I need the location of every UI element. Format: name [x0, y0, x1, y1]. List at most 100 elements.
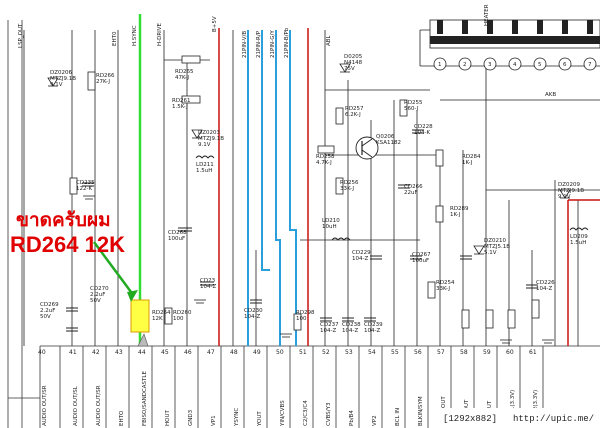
- component-ref: CD239: [364, 322, 383, 328]
- component-ref: LD210: [322, 218, 340, 224]
- component-extra: 9.1V: [198, 142, 211, 148]
- rgb-signal-label: 21PIN-R/P: [256, 30, 262, 58]
- component-ref: LD209: [570, 234, 588, 240]
- wires: [23, 29, 600, 346]
- component-ref: RD255: [404, 100, 423, 106]
- pin-number: 46: [184, 349, 192, 356]
- pin-name: YIN/CVBS: [280, 400, 286, 427]
- pin-number: 58: [460, 349, 468, 356]
- annotation-arrowhead: [127, 290, 138, 302]
- rgb-signal-label: 21PIN-B/Pb: [284, 27, 290, 58]
- connector-pin: 4: [513, 62, 517, 68]
- pin-number: 47: [207, 349, 215, 356]
- component-value: 104-Z: [364, 328, 380, 334]
- component-value: 104-Z: [200, 284, 216, 290]
- component-ref: CD230: [244, 308, 263, 314]
- component-ref: RD258: [316, 154, 335, 160]
- top-signal-label: EHT0: [112, 31, 118, 46]
- component-ref: CD266: [404, 184, 423, 190]
- component-labels: DZ0206MTZJ9.1B9.1VRD26627K-JRD26547K-JRD…: [40, 54, 588, 334]
- component-ref: RD257: [345, 106, 364, 112]
- upic-url: http://upic.me/: [513, 414, 594, 424]
- component-value: 4.7K-J: [316, 160, 332, 166]
- component-value: 22uF: [404, 190, 418, 196]
- resistors: [69, 55, 540, 331]
- pin-name: BLKIN/SYM: [418, 396, 424, 426]
- pin-number: 55: [391, 349, 399, 356]
- image-size-tag: [1292x882]: [443, 414, 497, 424]
- component-value: 560-J: [404, 106, 419, 112]
- component-value: 10uH: [322, 224, 337, 230]
- component-value: 104-Z: [536, 286, 552, 292]
- pin-name: EHTO: [119, 410, 125, 426]
- pin-number: 43: [115, 349, 123, 356]
- top-signal-label: AKB: [545, 92, 556, 98]
- component-value: 104-K: [414, 130, 430, 136]
- component-ref: RD289: [450, 206, 469, 212]
- component-ref: CD238: [342, 322, 361, 328]
- component-extra: 9.1V: [558, 194, 571, 200]
- component-ref: DZ0203: [198, 130, 221, 136]
- component-extra: 5.1V: [484, 250, 497, 256]
- component-ref: RD261: [172, 98, 191, 104]
- capacitors: [66, 129, 538, 332]
- pin-name: FBISO/SANDCASTLE: [142, 371, 148, 426]
- pin-number: 51: [299, 349, 307, 356]
- component-value: 1K-J: [450, 212, 461, 218]
- pin-name: YOUT: [257, 411, 263, 427]
- pin-number: 44: [138, 349, 146, 356]
- component-ref: RD254: [436, 280, 455, 286]
- component-value: MTZJ9.1B: [50, 76, 76, 82]
- rgb-blue-traces: [247, 30, 297, 346]
- grounds: [83, 195, 554, 344]
- component-value: 100: [173, 316, 184, 322]
- component-ref: RD265: [175, 69, 194, 75]
- component-value: 100: [296, 316, 307, 322]
- component-ref: LD211: [196, 162, 214, 168]
- pin-name: HOUT: [165, 410, 171, 426]
- pin-name: C2/C3/C4: [303, 400, 309, 426]
- component-ref: RD266: [96, 73, 115, 79]
- component-ref: DZ0206: [50, 70, 73, 76]
- component-extra: 50V: [90, 298, 101, 304]
- component-value: 100uF: [412, 258, 429, 264]
- top-signal-label: HEATER: [484, 4, 490, 26]
- component-ref: RD298: [296, 310, 315, 316]
- pin-number: 42: [92, 349, 100, 356]
- component-value: 104-Z: [342, 328, 358, 334]
- top-signal-label: H-DRIVE: [157, 22, 163, 46]
- component-ref: CD267: [412, 252, 431, 258]
- component-ref: DZ0209: [558, 182, 581, 188]
- component-ref: CD23: [200, 278, 216, 284]
- pin-number: 40: [38, 349, 46, 356]
- component-value: 122-K: [76, 186, 92, 192]
- rd264-highlight: [130, 299, 150, 333]
- component-value: MTZJ5.1B: [484, 244, 510, 250]
- component-ref: CD268: [168, 230, 187, 236]
- rgb-signal-label: 21PIN-V/B: [242, 31, 248, 58]
- connector-pin: 6: [563, 62, 567, 68]
- pin-name: YSYNC: [234, 408, 240, 427]
- pin-number: 53: [345, 349, 353, 356]
- component-value: 33K-J: [340, 186, 354, 192]
- component-ref: RD264: [152, 310, 171, 316]
- diodes: [47, 63, 571, 255]
- component-value: 1.5K-J: [172, 104, 188, 110]
- pin-number: 54: [368, 349, 376, 356]
- pin-name: BCL IN: [395, 408, 401, 426]
- component-value: 1K-J: [462, 160, 473, 166]
- component-ref: D0205: [344, 54, 363, 60]
- component-extra: 50V: [40, 314, 51, 320]
- pin-number: 52: [322, 349, 330, 356]
- connector-pin: 1: [438, 62, 442, 68]
- pin-number: 48: [230, 349, 238, 356]
- top-signal-label: ABL: [326, 34, 332, 46]
- component-value: MTZJ9.1B: [558, 188, 584, 194]
- pin-number: 61: [529, 349, 537, 356]
- pin-number: 56: [414, 349, 422, 356]
- cursor-arrow-icon: [137, 333, 149, 347]
- pin-name: AUDIO OUT/SL: [73, 385, 79, 426]
